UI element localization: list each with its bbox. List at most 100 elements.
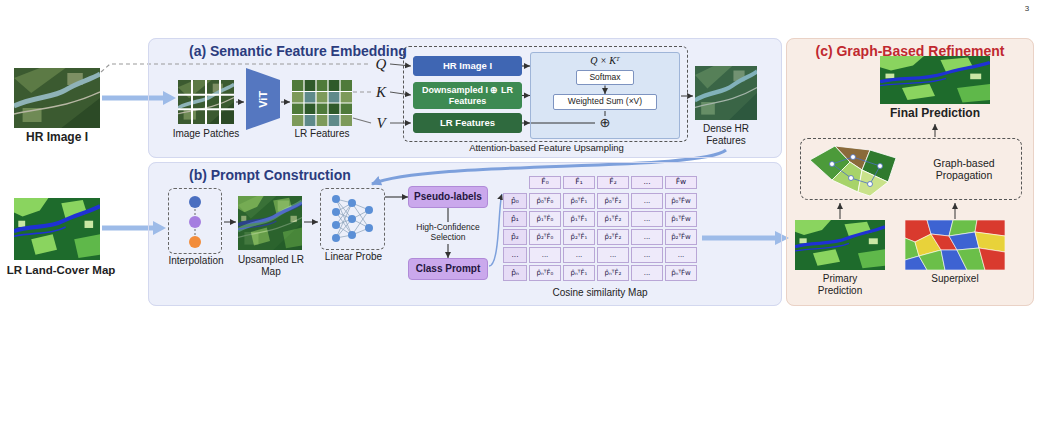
- label-box: Final Prediction: [875, 107, 995, 121]
- label-box: HR Image I: [5, 131, 109, 145]
- table-cell: ...: [630, 233, 664, 241]
- label-box: ...: [630, 215, 664, 223]
- table-cell: ...: [630, 197, 664, 205]
- table-cell: p̂ₙᵀF̂₂: [596, 269, 630, 277]
- panel-title: (c) Graph-Based Refinement: [787, 43, 1033, 59]
- label-box: ...: [630, 233, 664, 241]
- image-caption: Final Prediction: [875, 107, 995, 121]
- symbol-label: V: [373, 115, 389, 132]
- process-box: Class Prompt: [408, 258, 488, 280]
- formula-text: Q × Kᵀ: [531, 55, 679, 67]
- panel: (c) Graph-Based RefinementGraph-based Pr…: [786, 38, 1034, 306]
- label-box: p̂ₙᵀF̂w: [664, 269, 698, 277]
- label-box: Superpixel: [915, 273, 995, 285]
- label-box: ...: [630, 197, 664, 205]
- table-cell: p̂₁ᵀF̂₀: [528, 215, 562, 223]
- node-text: Graph-based Propagation: [911, 157, 1017, 181]
- panel-title: (b) Prompt Construction: [189, 167, 351, 183]
- label-box: ⊕: [597, 116, 613, 131]
- table-cell: p̂₀ᵀF̂₁: [562, 197, 596, 205]
- table-cell: ...: [630, 178, 664, 187]
- label-box: ...: [596, 251, 630, 259]
- table-cell: p̂₁ᵀF̂₂: [596, 215, 630, 223]
- node-text: LR Features: [418, 118, 517, 129]
- label-box: p̂ₙᵀF̂₂: [596, 269, 630, 277]
- label-box: p̂₀ᵀF̂₁: [562, 197, 596, 205]
- label-box: p̂₂ᵀF̂₁: [562, 233, 596, 241]
- label-box: Cosine similarity Map: [530, 287, 670, 299]
- label-box: Upsampled LR Map: [227, 254, 315, 277]
- label-box: p̂₀ᵀF̂₂: [596, 197, 630, 205]
- panel-fill: [148, 38, 782, 158]
- label-box: p̂₁ᵀF̂₁: [562, 215, 596, 223]
- table-cell: F̂₀: [528, 178, 562, 187]
- table-cell: F̂₁: [562, 178, 596, 187]
- table-cell: p̂ₙ: [502, 269, 528, 278]
- image-caption: LR Features: [287, 128, 357, 140]
- connector-arrow: [604, 85, 605, 94]
- table-cell: p̂ₙᵀF̂w: [664, 269, 698, 277]
- label-box: F̂₁: [562, 178, 596, 187]
- dashed-group: Attention-based Feature UpsamplingHR Ima…: [403, 46, 688, 142]
- image-caption: Cosine similarity Map: [530, 287, 670, 299]
- table-cell: ...: [562, 251, 596, 259]
- table-cell: ...: [596, 251, 630, 259]
- node-text: Softmax: [579, 73, 631, 83]
- page-number: 3: [1017, 4, 1037, 13]
- label-box: p̂ₙ: [502, 269, 528, 278]
- input-box: Downsampled I ⊕ LR Features: [413, 82, 522, 109]
- dashed-group: Graph-based Propagation: [800, 138, 1022, 200]
- label-box: p̂ₙᵀF̂₁: [562, 269, 596, 277]
- label-box: ...: [528, 251, 562, 259]
- table-cell: p̂₂ᵀF̂₁: [562, 233, 596, 241]
- label-box: Q: [373, 56, 389, 73]
- table-cell: ...: [528, 251, 562, 259]
- process-box: Pseudo-labels: [408, 186, 488, 208]
- image-caption: Upsampled LR Map: [227, 254, 315, 277]
- node-text: HR Image I: [418, 61, 517, 72]
- label-box: Primary Prediction: [807, 273, 873, 296]
- label-box: p̂ₙᵀF̂₀: [528, 269, 562, 277]
- operator-symbol: ⊕: [597, 116, 613, 131]
- table-cell: p̂₀ᵀF̂w: [664, 197, 698, 205]
- label-box: ...: [562, 251, 596, 259]
- image-caption: Superpixel: [915, 273, 995, 285]
- table-cell: p̂₀ᵀF̂₀: [528, 197, 562, 205]
- label-box: p̂₁ᵀF̂₀: [528, 215, 562, 223]
- label-box: 3: [1017, 4, 1037, 13]
- connector-arrow: [522, 65, 530, 66]
- table-cell: p̂₁: [502, 215, 528, 224]
- model-label: ViT: [257, 79, 270, 119]
- label-box: K: [373, 84, 389, 101]
- label-box: ...: [664, 251, 698, 259]
- label-box: p̂₁: [502, 215, 528, 224]
- label-box: p̂₂ᵀF̂₀: [528, 233, 562, 241]
- node-text: Weighted Sum (×V): [556, 97, 654, 107]
- table-cell: p̂₂ᵀF̂w: [664, 233, 698, 241]
- input-box: HR Image I: [413, 56, 522, 76]
- image-caption: HR Image I: [5, 131, 109, 145]
- group-label: Attention-based Feature Upsampling: [384, 143, 709, 154]
- image-caption: Image Patches: [166, 128, 246, 140]
- label-box: p̂₂: [502, 233, 528, 242]
- table-cell: p̂₁ᵀF̂₁: [562, 215, 596, 223]
- label-box: ...: [630, 178, 664, 187]
- label-box: F̂w: [664, 178, 698, 187]
- dashed-group: Interpolation: [168, 188, 222, 254]
- label-box: LR Features: [287, 128, 357, 140]
- symbol-label: Q: [373, 56, 389, 73]
- operation-box: Weighted Sum (×V): [553, 94, 657, 110]
- edge-label: High-Confidence Selection: [400, 222, 496, 244]
- table-cell: F̂w: [664, 178, 698, 187]
- panel-title: (a) Semantic Feature Embedding: [189, 43, 407, 59]
- label-box: p̂₁ᵀF̂₂: [596, 215, 630, 223]
- connector-arrow: [385, 196, 408, 197]
- panel-fill: [786, 38, 1034, 306]
- label-box: p̂₀ᵀF̂₀: [528, 197, 562, 205]
- label-box: p̂₀: [502, 197, 528, 206]
- label-box: p̂₀ᵀF̂w: [664, 197, 698, 205]
- table-cell: ...: [502, 251, 528, 260]
- label-box: p̂₂ᵀF̂w: [664, 233, 698, 241]
